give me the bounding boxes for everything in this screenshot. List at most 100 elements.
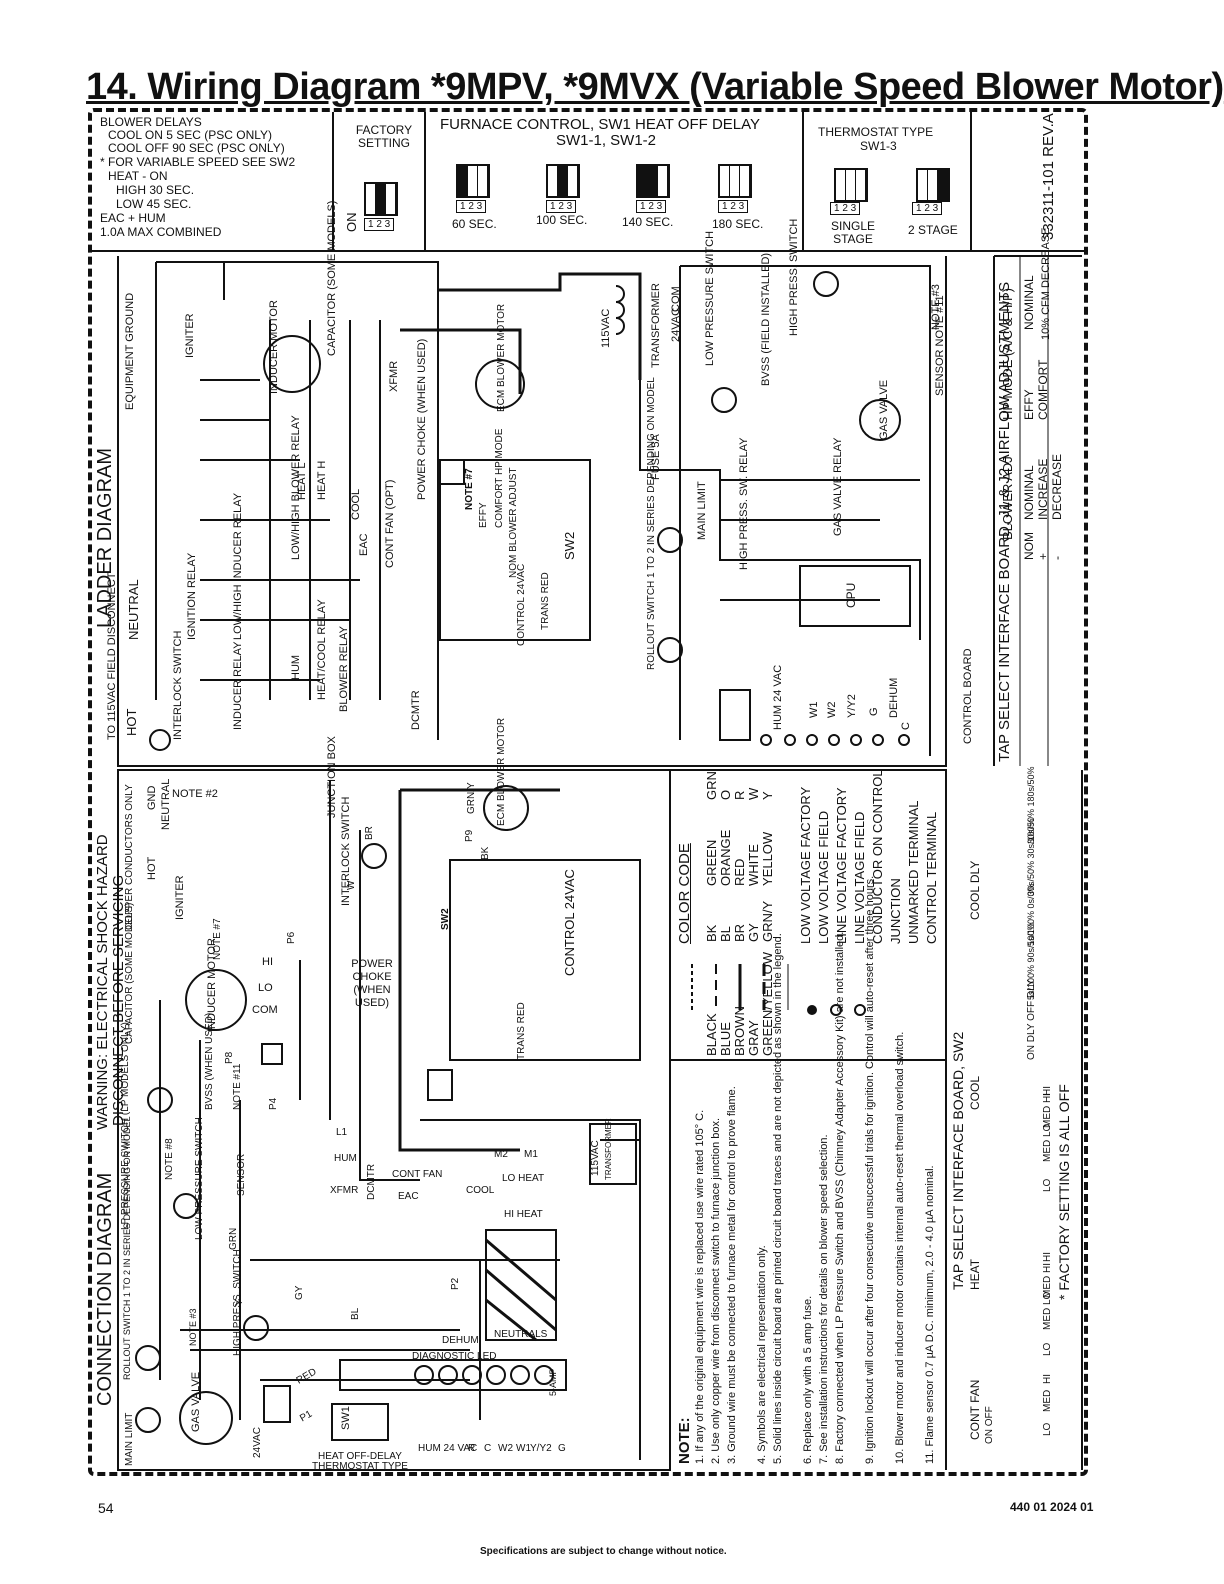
ladder-label: 24VAC <box>670 307 682 342</box>
ladder-label: ECM BLOWER MOTOR <box>496 303 507 412</box>
connection-label: ROLLOUT SWITCH 1 TO 2 IN SERIES DEPENDIN… <box>122 1116 132 1380</box>
rollout-switch-icon <box>657 637 683 663</box>
legend-item: LINE VOLTAGE FACTORY <box>834 787 849 944</box>
connection-label: NOTE #2 <box>172 788 218 800</box>
ladder-wire <box>400 328 522 394</box>
sw2-title: TAP SELECT INTERFACE BOARD, SW2 <box>950 1031 966 1290</box>
ladder-label: ROLLOUT SWITCH 1 TO 2 IN SERIES DEPENDIN… <box>646 377 657 670</box>
connection-label: BR <box>364 826 375 840</box>
ladder-label: NOTE #3 <box>930 284 942 330</box>
connection-label: W <box>346 880 357 890</box>
ladder-label: POWER CHOKE (WHEN USED) <box>416 338 428 500</box>
ladder-label: TRANS RED <box>540 572 551 630</box>
ladder-label: COMFORT HP MODE <box>494 428 505 528</box>
connection-label: TRANS RED <box>516 1002 527 1060</box>
warning-label: WARNING: ELECTRICAL SHOCK HAZARD <box>94 834 111 1130</box>
blower-delays-line: COOL OFF 90 SEC (PSC ONLY) <box>108 141 285 155</box>
connection-label: LO HEAT <box>502 1173 545 1184</box>
blower-delays-line: LOW 45 SEC. <box>116 197 192 211</box>
color-name: ORANGE <box>718 829 733 886</box>
note-item: 3. Ground wire must be connected to furn… <box>726 1086 738 1464</box>
connection-label: 24VAC <box>252 1427 263 1458</box>
legend-item: LOW VOLTAGE FACTORY <box>798 786 813 944</box>
hp-mode-key: EFFY <box>1022 389 1036 420</box>
legend-item: CONTROL TERMINAL <box>924 811 939 944</box>
sw2-on-off: ON OFF <box>984 1406 995 1444</box>
color-abbr: O <box>718 789 733 800</box>
ladder-wire <box>269 320 381 700</box>
connection-label: G <box>558 1443 566 1454</box>
ladder-wire <box>639 380 921 640</box>
connection-label: BK <box>480 846 491 860</box>
note-item: 2. Use only copper wire from disconnect … <box>710 1117 722 1464</box>
connection-label: HOT <box>146 856 158 880</box>
connection-label: HEAT OFF-DELAY <box>318 1451 402 1462</box>
connection-wire <box>420 1119 641 1460</box>
note-item: 7. See installation instructions for det… <box>818 1134 830 1464</box>
ladder-wire <box>679 265 931 756</box>
connection-label: P2 <box>450 1277 461 1290</box>
ladder-label: GAS VALVE <box>878 379 890 440</box>
header-strip: BLOWER DELAYS COOL ON 5 SEC (PSC ONLY) C… <box>92 112 1084 252</box>
connection-label: MAIN LIMIT <box>124 1412 135 1466</box>
connection-label: P8 <box>224 1051 235 1064</box>
connection-label: XFMR <box>330 1185 359 1196</box>
ladder-label: NOTE #7 <box>464 468 475 510</box>
rollout-switch-icon <box>657 527 683 553</box>
ladder-label: C <box>900 722 912 730</box>
page-number: 54 <box>98 1500 114 1516</box>
sw2-group-name: HEAT <box>968 1258 982 1290</box>
ladder-label: TO 115VAC FIELD DISCONNECT <box>106 572 118 740</box>
blower-delays-line: 1.0A MAX COMBINED <box>100 225 222 239</box>
sw2-option: MED HI <box>1042 1093 1053 1128</box>
connection-label: CONT FAN <box>392 1169 443 1180</box>
connection-wire <box>398 788 560 1152</box>
connection-label: DEHUM <box>442 1335 479 1346</box>
blower-delays-line: HIGH 30 SEC. <box>116 183 195 197</box>
connection-label: GY <box>294 1285 305 1300</box>
blower-adj-key: NOM <box>1022 532 1036 560</box>
color-name: WHITE <box>746 844 761 886</box>
hp-mode-key: COMFORT <box>1036 359 1050 420</box>
connection-label: P6 <box>286 931 297 944</box>
blower-delays-cell: BLOWER DELAYS COOL ON 5 SEC (PSC ONLY) C… <box>92 112 334 250</box>
sw2-factory-note: * FACTORY SETTING IS ALL OFF <box>1056 1084 1072 1300</box>
blower-delays-line: EAC + HUM <box>100 211 166 225</box>
connection-label: BL <box>350 1307 361 1320</box>
color-name: BLACK <box>704 1013 719 1056</box>
control-board-outline <box>439 459 591 641</box>
color-abbr: GY <box>746 923 761 942</box>
switch-number: 1 2 3 <box>364 218 395 231</box>
switch-number: 1 2 3 <box>912 202 943 215</box>
connection-label: P4 <box>268 1097 279 1110</box>
ladder-label: EQUIPMENT GROUND <box>124 292 136 410</box>
connection-label: POWER CHOKE (WHEN USED) <box>351 958 393 1009</box>
dip-switch-icon <box>916 168 950 202</box>
connection-label: SW1 <box>340 1406 352 1430</box>
delay-100: 100 SEC. <box>536 213 588 227</box>
delay-180: 180 SEC. <box>712 217 764 231</box>
ladder-label: CPU <box>844 582 858 608</box>
connection-label: GRN/Y <box>466 782 477 814</box>
connector-block <box>485 1229 557 1341</box>
dip-switch-icon <box>456 164 490 198</box>
switch-number: 1 2 3 <box>636 200 667 213</box>
single-stage-label: SINGLE STAGE <box>830 219 875 246</box>
connection-label: L1 <box>336 1127 348 1138</box>
ladder-label: INDUCER RELAY <box>232 641 244 730</box>
footer-disclaimer: Specifications are subject to change wit… <box>480 1546 727 1557</box>
connection-label: BVSS (WHEN USED) <box>204 1012 215 1110</box>
hp-mode-value: 10% CFM DECREASE <box>1040 227 1052 340</box>
gas-valve-icon <box>859 399 901 441</box>
main-limit-icon <box>135 1407 161 1433</box>
inducer-motor-icon <box>263 335 321 393</box>
ladder-label: COOL <box>350 488 362 520</box>
ladder-label: MAIN LIMIT <box>696 481 708 540</box>
p2-connector <box>427 1069 453 1101</box>
legend-item: JUNCTION <box>888 878 903 944</box>
ladder-label: SW2 <box>562 531 577 560</box>
ladder-border <box>117 256 947 767</box>
connection-label: COOL <box>466 1185 495 1196</box>
connection-label: HUM <box>334 1153 357 1164</box>
blower-adj-title: BLOWER ADJ <box>1000 456 1015 540</box>
